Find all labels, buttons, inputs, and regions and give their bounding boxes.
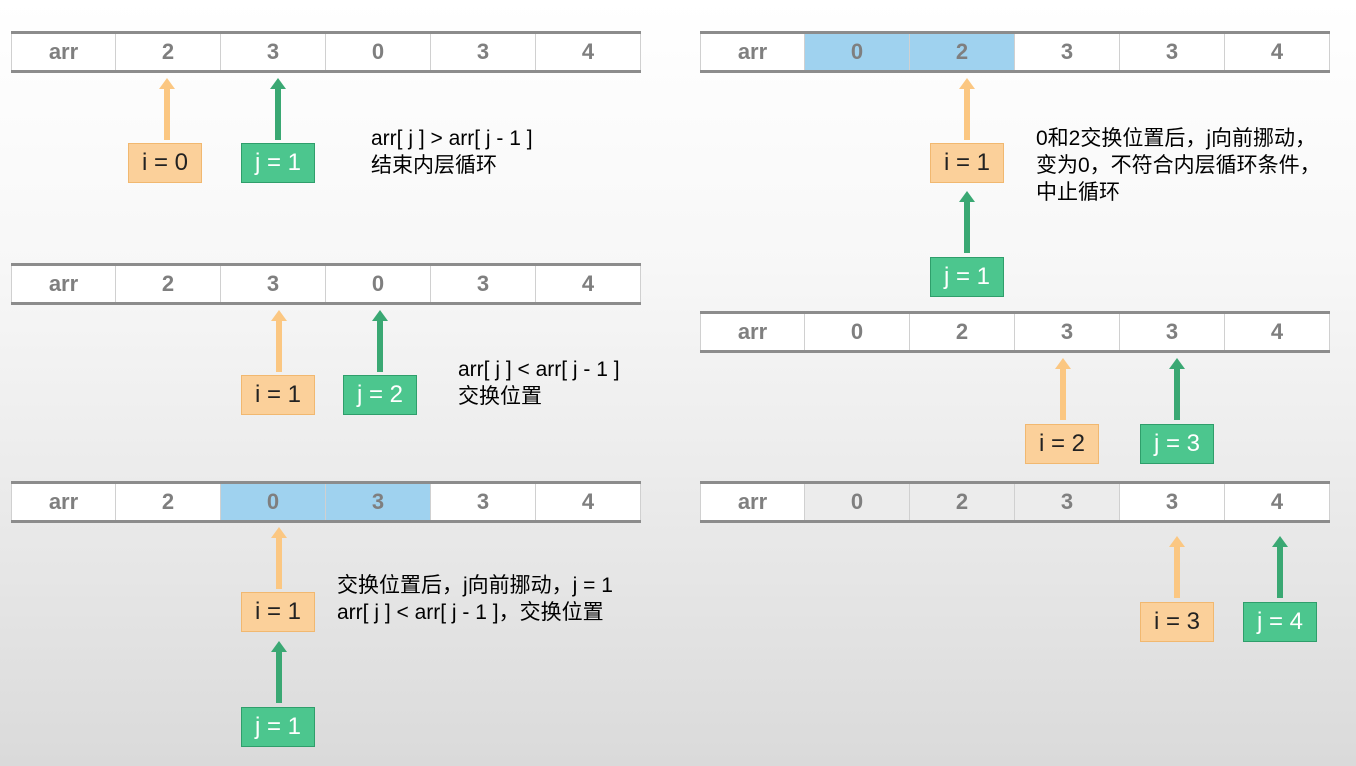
array-label-cell: arr xyxy=(700,312,805,352)
array-row-3: arr 2 0 3 3 4 xyxy=(11,481,641,523)
array-cell: 4 xyxy=(1225,482,1330,522)
note-line: arr[ j ] > arr[ j - 1 ] xyxy=(371,127,533,150)
j-pointer-arrow xyxy=(1169,358,1185,420)
array-row-1: arr 2 3 0 3 4 xyxy=(11,31,641,73)
array-label-cell: arr xyxy=(11,32,116,72)
note-line: arr[ j ] < arr[ j - 1 ]，交换位置 xyxy=(337,601,604,624)
array-cell: 4 xyxy=(1225,312,1330,352)
j-index-box: j = 1 xyxy=(241,143,315,183)
array-cell: 2 xyxy=(116,264,221,304)
i-index-box: i = 1 xyxy=(241,375,315,415)
array-cell-swapped: 2 xyxy=(910,32,1015,72)
j-index-box: j = 1 xyxy=(930,257,1004,297)
array-cell: 4 xyxy=(536,482,641,522)
array-row-5: arr 0 2 3 3 4 xyxy=(700,311,1330,353)
note-line: 变为0，不符合内层循环条件， xyxy=(1036,154,1321,177)
array-cell: 2 xyxy=(910,312,1015,352)
i-index-box: i = 1 xyxy=(241,592,315,632)
array-row-4: arr 0 2 3 3 4 xyxy=(700,31,1330,73)
array-cell: 4 xyxy=(536,32,641,72)
array-cell: 3 xyxy=(1120,312,1225,352)
i-pointer-arrow xyxy=(1055,358,1071,420)
j-pointer-arrow xyxy=(959,191,975,253)
array-label-cell: arr xyxy=(11,482,116,522)
note-line: 0和2交换位置后，j向前挪动， xyxy=(1036,127,1317,150)
array-cell: 2 xyxy=(116,482,221,522)
array-cell-swapped: 0 xyxy=(221,482,326,522)
j-index-box: j = 2 xyxy=(343,375,417,415)
i-index-box: i = 3 xyxy=(1140,602,1214,642)
array-cell: 3 xyxy=(1015,32,1120,72)
i-index-box: i = 0 xyxy=(128,143,202,183)
array-cell: 0 xyxy=(326,264,431,304)
step-note: arr[ j ] > arr[ j - 1 ] 结束内层循环 xyxy=(371,125,533,179)
j-pointer-arrow xyxy=(271,641,287,703)
array-cell: 4 xyxy=(1225,32,1330,72)
array-cell: 2 xyxy=(116,32,221,72)
j-index-box: j = 4 xyxy=(1243,602,1317,642)
array-label-cell: arr xyxy=(700,32,805,72)
step-note: arr[ j ] < arr[ j - 1 ] 交换位置 xyxy=(458,356,620,410)
i-pointer-arrow xyxy=(1169,536,1185,598)
array-cell-sorted: 2 xyxy=(910,482,1015,522)
step-note: 交换位置后，j向前挪动，j = 1 arr[ j ] < arr[ j - 1 … xyxy=(337,572,613,626)
array-cell: 4 xyxy=(536,264,641,304)
array-cell: 3 xyxy=(221,32,326,72)
i-pointer-arrow xyxy=(271,310,287,372)
array-cell: 3 xyxy=(431,264,536,304)
j-pointer-arrow xyxy=(1272,536,1288,598)
array-cell-swapped: 3 xyxy=(326,482,431,522)
array-label-cell: arr xyxy=(700,482,805,522)
i-pointer-arrow xyxy=(959,78,975,140)
j-pointer-arrow xyxy=(372,310,388,372)
j-pointer-arrow xyxy=(270,78,286,140)
j-index-box: j = 3 xyxy=(1140,424,1214,464)
j-index-box: j = 1 xyxy=(241,707,315,747)
i-pointer-arrow xyxy=(159,78,175,140)
array-row-6: arr 0 2 3 3 4 xyxy=(700,481,1330,523)
array-cell: 3 xyxy=(221,264,326,304)
i-pointer-arrow xyxy=(271,527,287,589)
note-line: 交换位置后，j向前挪动，j = 1 xyxy=(337,574,613,597)
array-cell-sorted: 3 xyxy=(1015,482,1120,522)
array-row-2: arr 2 3 0 3 4 xyxy=(11,263,641,305)
array-cell: 3 xyxy=(431,482,536,522)
note-line: 交换位置 xyxy=(458,385,542,408)
i-index-box: i = 1 xyxy=(930,143,1004,183)
array-label-cell: arr xyxy=(11,264,116,304)
array-cell: 3 xyxy=(431,32,536,72)
array-cell-swapped: 0 xyxy=(805,32,910,72)
array-cell: 0 xyxy=(326,32,431,72)
note-line: arr[ j ] < arr[ j - 1 ] xyxy=(458,358,620,381)
step-note: 0和2交换位置后，j向前挪动， 变为0，不符合内层循环条件， 中止循环 xyxy=(1036,125,1321,206)
array-cell: 0 xyxy=(805,312,910,352)
array-cell: 3 xyxy=(1120,482,1225,522)
array-cell: 3 xyxy=(1120,32,1225,72)
note-line: 结束内层循环 xyxy=(371,154,497,177)
i-index-box: i = 2 xyxy=(1025,424,1099,464)
note-line: 中止循环 xyxy=(1036,181,1120,204)
array-cell-sorted: 0 xyxy=(805,482,910,522)
array-cell: 3 xyxy=(1015,312,1120,352)
